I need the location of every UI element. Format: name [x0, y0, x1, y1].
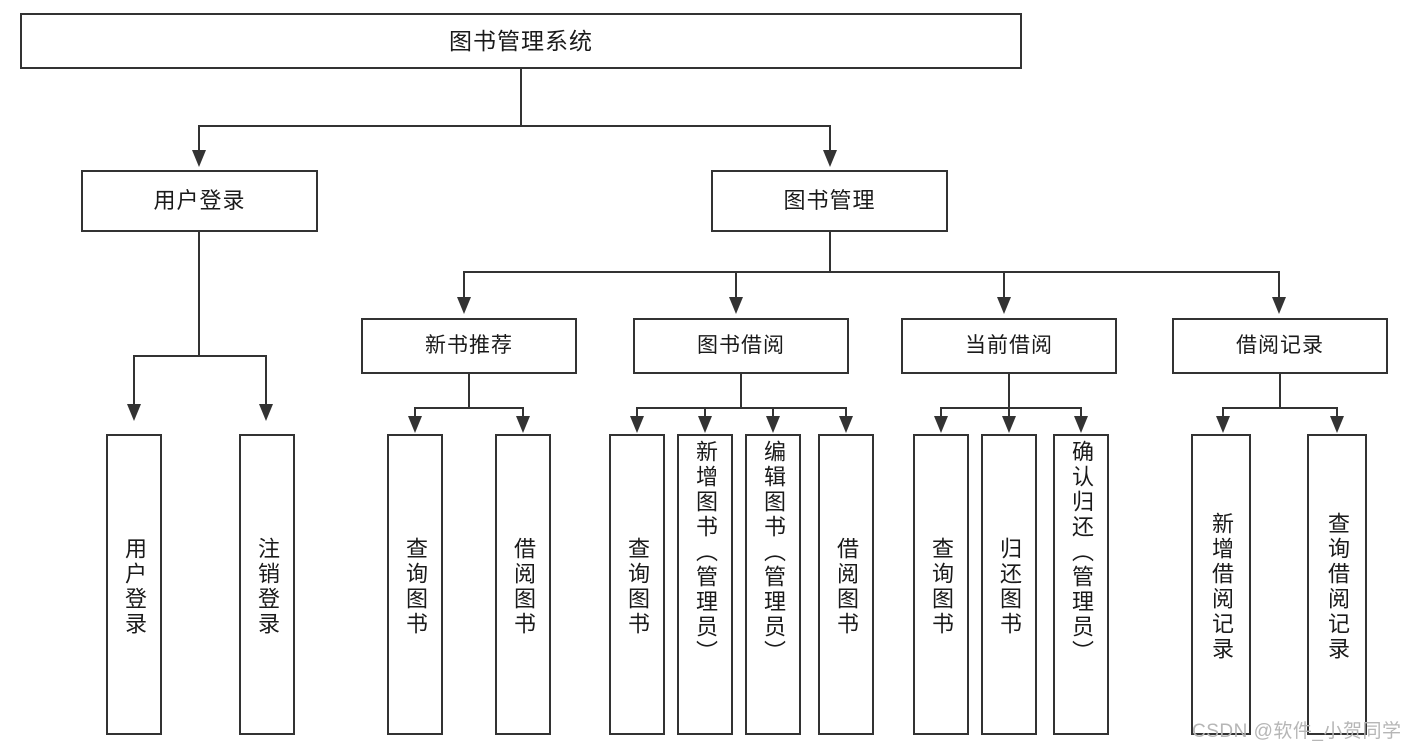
node-borrow-record[interactable]: 借阅记录: [1172, 318, 1388, 374]
connector-br-drop-1: [1222, 407, 1224, 417]
connector-root-to-user-login: [198, 125, 200, 151]
arrowhead-nbr-leaf-2: [516, 416, 530, 433]
leaf-label: 注销登录: [255, 536, 280, 637]
arrowhead-nbr-leaf-1: [408, 416, 422, 433]
connector-bb-bar: [636, 407, 847, 409]
connector-user-login-drop-2: [265, 355, 267, 405]
arrowhead-bb-leaf-1: [630, 416, 644, 433]
connector-user-login-stem: [198, 232, 200, 356]
connector-nbr-bar: [414, 407, 524, 409]
connector-cb-bar: [940, 407, 1082, 409]
connector-root-bar: [198, 125, 831, 127]
arrowhead-root-to-user-login: [192, 150, 206, 167]
node-label: 借阅记录: [1236, 333, 1324, 357]
arrowhead-bb-leaf-4: [839, 416, 853, 433]
connector-book-manage-bar: [463, 271, 1280, 273]
leaf-add-book-admin[interactable]: 新增图书（管理员）: [677, 434, 733, 735]
node-current-borrow[interactable]: 当前借阅: [901, 318, 1117, 374]
connector-bb-drop-3: [772, 407, 774, 417]
leaf-add-borrow-record[interactable]: 新增借阅记录: [1191, 434, 1251, 735]
node-book-borrow[interactable]: 图书借阅: [633, 318, 849, 374]
connector-bb-drop-2: [704, 407, 706, 417]
arrowhead-cb-leaf-1: [934, 416, 948, 433]
leaf-label: 查询图书: [929, 536, 954, 637]
leaf-query-book-new-recommend[interactable]: 查询图书: [387, 434, 443, 735]
leaf-label: 用户登录: [122, 536, 147, 637]
leaf-label: 借阅图书: [511, 536, 536, 637]
connector-bm-drop-2: [735, 271, 737, 298]
node-label: 图书管理系统: [449, 27, 593, 54]
connector-nbr-drop-1: [414, 407, 416, 417]
connector-br-drop-2: [1336, 407, 1338, 417]
connector-user-login-drop-1: [133, 355, 135, 405]
connector-cb-drop-2: [1008, 407, 1010, 417]
node-label: 用户登录: [153, 188, 246, 214]
connector-br-stem: [1279, 374, 1281, 408]
leaf-label: 编辑图书（管理员）: [761, 440, 786, 665]
node-user-login[interactable]: 用户登录: [81, 170, 318, 232]
connector-br-bar: [1222, 407, 1338, 409]
connector-bm-drop-4: [1278, 271, 1280, 298]
leaf-label: 借阅图书: [834, 536, 859, 637]
connector-bm-drop-3: [1003, 271, 1005, 298]
leaf-edit-book-admin[interactable]: 编辑图书（管理员）: [745, 434, 801, 735]
arrowhead-user-login-leaf-2: [259, 404, 273, 421]
leaf-confirm-return-admin[interactable]: 确认归还（管理员）: [1053, 434, 1109, 735]
leaf-label: 查询图书: [403, 536, 428, 637]
leaf-label: 查询借阅记录: [1325, 511, 1350, 662]
leaf-query-book-borrow[interactable]: 查询图书: [609, 434, 665, 735]
connector-bb-drop-4: [845, 407, 847, 417]
connector-bb-drop-1: [636, 407, 638, 417]
arrowhead-bm-to-new-book-recommend: [457, 297, 471, 314]
leaf-user-login[interactable]: 用户登录: [106, 434, 162, 735]
arrowhead-bb-leaf-2: [698, 416, 712, 433]
leaf-query-book-current[interactable]: 查询图书: [913, 434, 969, 735]
arrowhead-cb-leaf-3: [1074, 416, 1088, 433]
leaf-borrow-book[interactable]: 借阅图书: [818, 434, 874, 735]
arrowhead-user-login-leaf-1: [127, 404, 141, 421]
connector-cb-drop-1: [940, 407, 942, 417]
arrowhead-bm-to-book-borrow: [729, 297, 743, 314]
leaf-user-logout[interactable]: 注销登录: [239, 434, 295, 735]
connector-user-login-bar: [133, 355, 265, 357]
arrowhead-bm-to-current-borrow: [997, 297, 1011, 314]
leaf-query-borrow-record[interactable]: 查询借阅记录: [1307, 434, 1367, 735]
node-label: 图书借阅: [697, 333, 785, 357]
node-root-book-management-system[interactable]: 图书管理系统: [20, 13, 1022, 69]
arrowhead-br-leaf-2: [1330, 416, 1344, 433]
node-new-book-recommend[interactable]: 新书推荐: [361, 318, 577, 374]
connector-bb-stem: [740, 374, 742, 408]
leaf-return-book[interactable]: 归还图书: [981, 434, 1037, 735]
connector-nbr-drop-2: [522, 407, 524, 417]
leaf-borrow-book-new-recommend[interactable]: 借阅图书: [495, 434, 551, 735]
connector-bm-drop-1: [463, 271, 465, 298]
connector-root-stem: [520, 69, 522, 126]
connector-book-manage-stem: [829, 232, 831, 272]
connector-nbr-stem: [468, 374, 470, 408]
arrowhead-bm-to-borrow-record: [1272, 297, 1286, 314]
leaf-label: 新增借阅记录: [1209, 511, 1234, 662]
node-label: 当前借阅: [965, 333, 1053, 357]
leaf-label: 查询图书: [625, 536, 650, 637]
arrowhead-cb-leaf-2: [1002, 416, 1016, 433]
leaf-label: 归还图书: [997, 536, 1022, 637]
connector-root-to-book-manage: [829, 125, 831, 151]
arrowhead-br-leaf-1: [1216, 416, 1230, 433]
node-book-manage[interactable]: 图书管理: [711, 170, 948, 232]
leaf-label: 新增图书（管理员）: [693, 440, 718, 665]
connector-cb-stem: [1008, 374, 1010, 408]
leaf-label: 确认归还（管理员）: [1069, 440, 1094, 665]
connector-cb-drop-3: [1080, 407, 1082, 417]
node-label: 新书推荐: [425, 333, 513, 357]
arrowhead-bb-leaf-3: [766, 416, 780, 433]
node-label: 图书管理: [783, 188, 876, 214]
arrowhead-root-to-book-manage: [823, 150, 837, 167]
